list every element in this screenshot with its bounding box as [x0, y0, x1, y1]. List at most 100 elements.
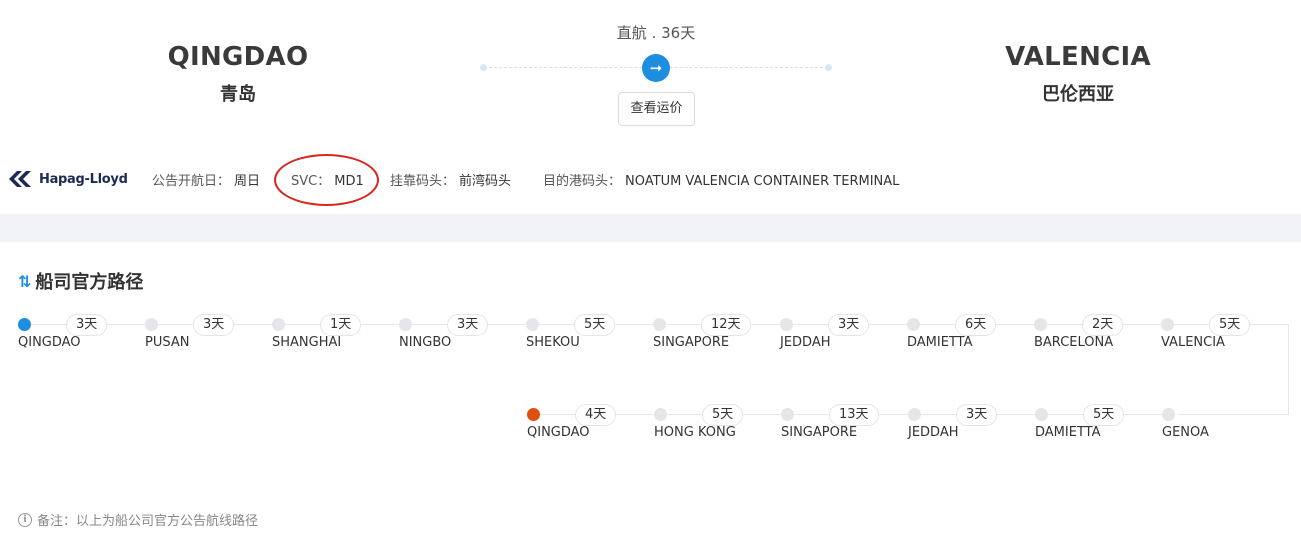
- destination-terminal-label: 目的港码头：: [543, 174, 622, 189]
- swap-vertical-icon: ⇅: [18, 271, 32, 291]
- transit-days-badge: 13天: [829, 404, 879, 426]
- route-stop: HONG KONG: [654, 408, 781, 448]
- route-stop: BARCELONA: [1034, 318, 1161, 358]
- hapag-lloyd-logo-icon: [9, 171, 31, 187]
- route-stop: SINGAPORE: [781, 408, 908, 448]
- sail-day-label: 公告开航日：: [152, 174, 231, 189]
- route-stop-node: [780, 318, 793, 331]
- route-stop-name: SINGAPORE: [781, 425, 858, 440]
- route-stop-node: [907, 318, 920, 331]
- route-stop-name: HONG KONG: [654, 425, 736, 440]
- route-line-end-dot: [825, 64, 832, 71]
- info-icon: i: [18, 512, 32, 527]
- transit-days-badge: 3天: [193, 314, 235, 336]
- route-stop-name: DAMIETTA: [907, 335, 973, 350]
- route-stop: DAMIETTA: [907, 318, 1034, 358]
- carrier-name: Hapag-Lloyd: [39, 171, 128, 187]
- route-stop: GENOA: [1162, 408, 1289, 448]
- route-stop-node: [272, 318, 285, 331]
- transit-days-badge: 2天: [1082, 314, 1124, 336]
- route-stop: NINGBO: [399, 318, 526, 358]
- transit-days-badge: 3天: [956, 404, 998, 426]
- berth-value: 前湾码头: [459, 174, 512, 189]
- origin-port-cn: 青岛: [220, 84, 256, 105]
- route-stop-name: SHEKOU: [526, 335, 580, 350]
- route-stop-node: [1161, 318, 1174, 331]
- origin-port: QINGDAO 青岛: [88, 42, 388, 106]
- route-stop-node: [18, 318, 31, 331]
- route-stop: SHEKOU: [526, 318, 653, 358]
- view-rates-button[interactable]: 查看运价: [618, 92, 695, 126]
- carrier-logo: Hapag-Lloyd: [9, 171, 128, 187]
- transit-days-badge: 12天: [701, 314, 751, 336]
- route-note: i 备注：以上为船公司官方公告航线路径: [18, 510, 258, 529]
- sail-day-value: 周日: [234, 174, 261, 189]
- route-stop-node: [526, 318, 539, 331]
- route-stop-name: JEDDAH: [780, 335, 831, 350]
- route-stop-name: SHANGHAI: [272, 335, 342, 350]
- route-stop-node: [527, 408, 540, 421]
- route-stop-node: [145, 318, 158, 331]
- route-line-start-dot: [480, 64, 487, 71]
- route-stop-name: VALENCIA: [1161, 335, 1225, 350]
- svc-highlight-circle: [274, 154, 379, 206]
- route-stop-node: [908, 408, 921, 421]
- berth-label: 挂靠码头：: [390, 174, 456, 189]
- route-stop: JEDDAH: [780, 318, 907, 358]
- transit-days-badge: 4天: [575, 404, 617, 426]
- route-stop-name: DAMIETTA: [1035, 425, 1101, 440]
- sail-day: 公告开航日：周日: [152, 170, 260, 189]
- transit-days-badge: 5天: [1083, 404, 1125, 426]
- route-stop: DAMIETTA: [1035, 408, 1162, 448]
- route-stop-name: SINGAPORE: [653, 335, 730, 350]
- transit-time: 直航 . 36天: [616, 24, 696, 42]
- official-route-title: ⇅ 船司官方路径: [18, 268, 143, 294]
- route-stop-node: [1035, 408, 1048, 421]
- route-stop: SINGAPORE: [653, 318, 780, 358]
- route-stop-name: NINGBO: [399, 335, 452, 350]
- route-stop-name: JEDDAH: [908, 425, 959, 440]
- route-header: QINGDAO 青岛 直航 . 36天 ➞ 查看运价 VALENCIA 巴伦西亚: [0, 0, 1301, 142]
- route-stop-node: [399, 318, 412, 331]
- route-summary: 直航 . 36天 ➞ 查看运价: [480, 22, 832, 132]
- service-info-bar: Hapag-Lloyd 公告开航日：周日 SVC：MD1 挂靠码头：前湾码头 目…: [0, 142, 1301, 214]
- berth-terminal: 挂靠码头：前湾码头: [390, 170, 511, 189]
- destination-terminal: 目的港码头：NOATUM VALENCIA CONTAINER TERMINAL: [543, 170, 899, 189]
- route-stop-node: [781, 408, 794, 421]
- route-stop-name: BARCELONA: [1034, 335, 1114, 350]
- route-stop-name: QINGDAO: [18, 335, 81, 350]
- transit-days-badge: 3天: [66, 314, 108, 336]
- origin-port-en: QINGDAO: [167, 42, 309, 72]
- arrow-right-icon: ➞: [642, 54, 670, 82]
- transit-days-badge: 5天: [1209, 314, 1251, 336]
- route-stop-node: [653, 318, 666, 331]
- destination-terminal-value: NOATUM VALENCIA CONTAINER TERMINAL: [625, 174, 900, 189]
- transit-days-badge: 3天: [447, 314, 489, 336]
- route-stop: VALENCIA: [1161, 318, 1288, 358]
- route-stop: JEDDAH: [908, 408, 1035, 448]
- route-connector-top: [1250, 324, 1289, 325]
- route-stop-node: [1034, 318, 1047, 331]
- route-connector-bottom: [1178, 414, 1289, 415]
- route-note-text: 备注：以上为船公司官方公告航线路径: [37, 514, 259, 529]
- transit-days-badge: 1天: [320, 314, 362, 336]
- route-stop: PUSAN: [145, 318, 272, 358]
- official-route-title-text: 船司官方路径: [35, 272, 144, 293]
- route-stop: SHANGHAI: [272, 318, 399, 358]
- section-divider: [0, 214, 1301, 242]
- destination-port-cn: 巴伦西亚: [1042, 84, 1114, 105]
- route-stop-node: [654, 408, 667, 421]
- route-stop-name: QINGDAO: [527, 425, 590, 440]
- transit-days-badge: 6天: [955, 314, 997, 336]
- route-stop-name: PUSAN: [145, 335, 190, 350]
- destination-port-en: VALENCIA: [1005, 42, 1151, 72]
- route-stop: QINGDAO: [527, 408, 654, 448]
- transit-days-badge: 3天: [828, 314, 870, 336]
- transit-days-badge: 5天: [574, 314, 616, 336]
- route-connector-vertical: [1288, 324, 1289, 415]
- route-stop-name: GENOA: [1162, 425, 1209, 440]
- route-stop-node: [1162, 408, 1175, 421]
- transit-days-badge: 5天: [702, 404, 744, 426]
- destination-port: VALENCIA 巴伦西亚: [928, 42, 1228, 106]
- route-stop: QINGDAO: [18, 318, 145, 358]
